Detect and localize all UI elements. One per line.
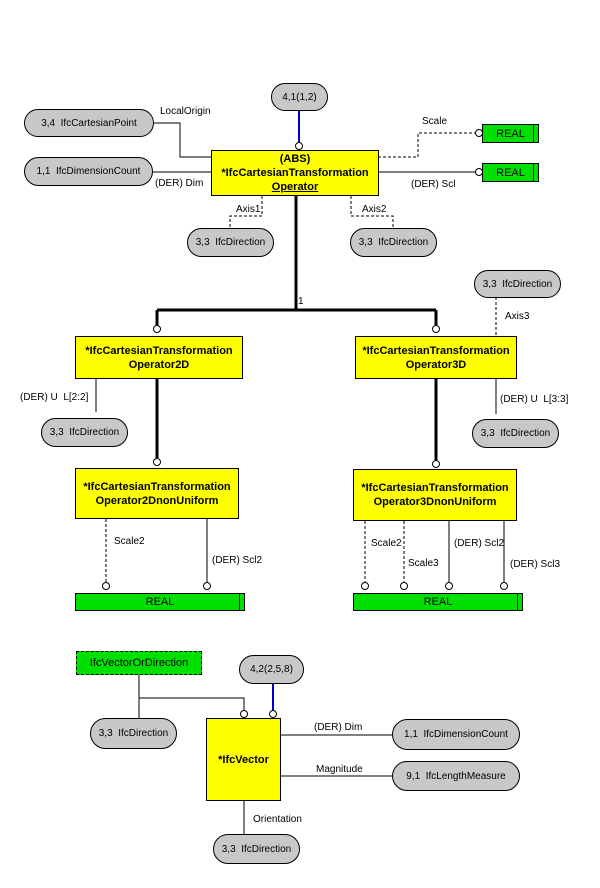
entity-vector[interactable]: *IfcVector xyxy=(206,718,281,801)
orientation-direction-pill[interactable]: 3,3 IfcDirection xyxy=(213,834,300,864)
u-2d-direction-pill[interactable]: 3,3 IfcDirection xyxy=(41,418,128,447)
u-3d-direction-pill[interactable]: 3,3 IfcDirection xyxy=(472,419,559,448)
scl2-3d-label: (DER) Scl2 xyxy=(454,538,505,549)
entity-name-line1: *IfcCartesianTransformation xyxy=(83,480,231,493)
local-origin-label: LocalOrigin xyxy=(160,106,211,117)
axis1-label: Axis1 xyxy=(236,204,261,215)
axis2-direction-pill[interactable]: 3,3 IfcDirection xyxy=(350,228,437,257)
dimension-count-pill[interactable]: 1,1 IfcDimensionCount xyxy=(24,157,153,186)
real-box-bar xyxy=(533,164,534,181)
id-pill-top: 4,1(1,2) xyxy=(271,83,328,111)
axis3-direction-pill[interactable]: 3,3 IfcDirection xyxy=(474,270,561,298)
entity-name-line1: *IfcCartesianTransformation xyxy=(85,344,233,357)
axis1-direction-pill[interactable]: 3,3 IfcDirection xyxy=(187,228,274,257)
cardinality-one-label: 1 xyxy=(298,296,304,307)
entity-name: *IfcVector xyxy=(218,753,269,766)
scl2-label: (DER) Scl2 xyxy=(212,555,263,566)
entity-name-line2: Operator2DnonUniform xyxy=(95,494,219,507)
entity-name-line2: Operator3DnonUniform xyxy=(373,496,497,508)
real-box-3d[interactable]: REAL xyxy=(353,593,523,611)
entity-operator-2d[interactable]: *IfcCartesianTransformation Operator2D xyxy=(75,336,243,379)
scl-real-box[interactable]: REAL xyxy=(482,163,539,182)
real-text: REAL xyxy=(423,596,453,608)
real-box-2d[interactable]: REAL xyxy=(75,593,245,611)
orientation-label: Orientation xyxy=(253,814,302,825)
scl-label: (DER) Scl xyxy=(411,179,456,190)
scl-real-text: REAL xyxy=(496,166,525,179)
magnitude-label: Magnitude xyxy=(316,764,363,775)
cartesian-point-pill[interactable]: 3,4 IfcCartesianPoint xyxy=(24,109,154,137)
real-box-bar xyxy=(533,125,534,142)
u-3d-label: (DER) U L[3:3] xyxy=(500,394,569,405)
entity-cartesian-transformation-operator[interactable]: (ABS) *IfcCartesianTransformation Operat… xyxy=(211,150,379,196)
scale2-label: Scale2 xyxy=(114,536,145,547)
vector-dimension-count-pill[interactable]: 1,1 IfcDimensionCount xyxy=(392,719,520,750)
entity-operator-3d[interactable]: *IfcCartesianTransformation Operator3D xyxy=(355,336,517,379)
axis3-label: Axis3 xyxy=(505,311,530,322)
entity-operator-3d-non-uniform[interactable]: *IfcCartesianTransformation Operator3Dno… xyxy=(353,469,517,521)
abs-marker: (ABS) xyxy=(279,153,311,165)
dim-label: (DER) Dim xyxy=(155,178,204,189)
scale-real-text: REAL xyxy=(496,127,525,140)
u-2d-label: (DER) U L[2:2] xyxy=(20,392,89,403)
vector-direction-pill[interactable]: 3,3 IfcDirection xyxy=(90,718,177,749)
real-box-bar xyxy=(239,594,240,610)
scale2-3d-label: Scale2 xyxy=(371,538,402,549)
real-box-bar xyxy=(517,594,518,610)
entity-name-line2: Operator xyxy=(271,181,319,193)
vector-dim-label: (DER) Dim xyxy=(314,722,363,733)
entity-name-line1: *IfcCartesianTransformation xyxy=(361,482,509,494)
entity-name-line2: Operator2D xyxy=(128,358,190,371)
entity-name-line2: Operator3D xyxy=(405,358,467,371)
scale-real-box[interactable]: REAL xyxy=(482,124,539,143)
scale3-3d-label: Scale3 xyxy=(408,558,439,569)
axis2-label: Axis2 xyxy=(362,204,387,215)
scl3-3d-label: (DER) Scl3 xyxy=(510,559,561,570)
entity-operator-2d-non-uniform[interactable]: *IfcCartesianTransformation Operator2Dno… xyxy=(75,468,239,519)
vector-or-direction-select[interactable]: IfcVectorOrDirection xyxy=(76,651,202,675)
entity-name-line1: *IfcCartesianTransformation xyxy=(362,344,510,357)
vector-id-pill: 4,2(2,5,8) xyxy=(239,655,304,684)
real-text: REAL xyxy=(145,596,175,608)
entity-name-line1: *IfcCartesianTransformation xyxy=(221,167,369,179)
scale-label: Scale xyxy=(422,116,448,127)
length-measure-pill[interactable]: 9,1 IfcLengthMeasure xyxy=(392,761,520,791)
